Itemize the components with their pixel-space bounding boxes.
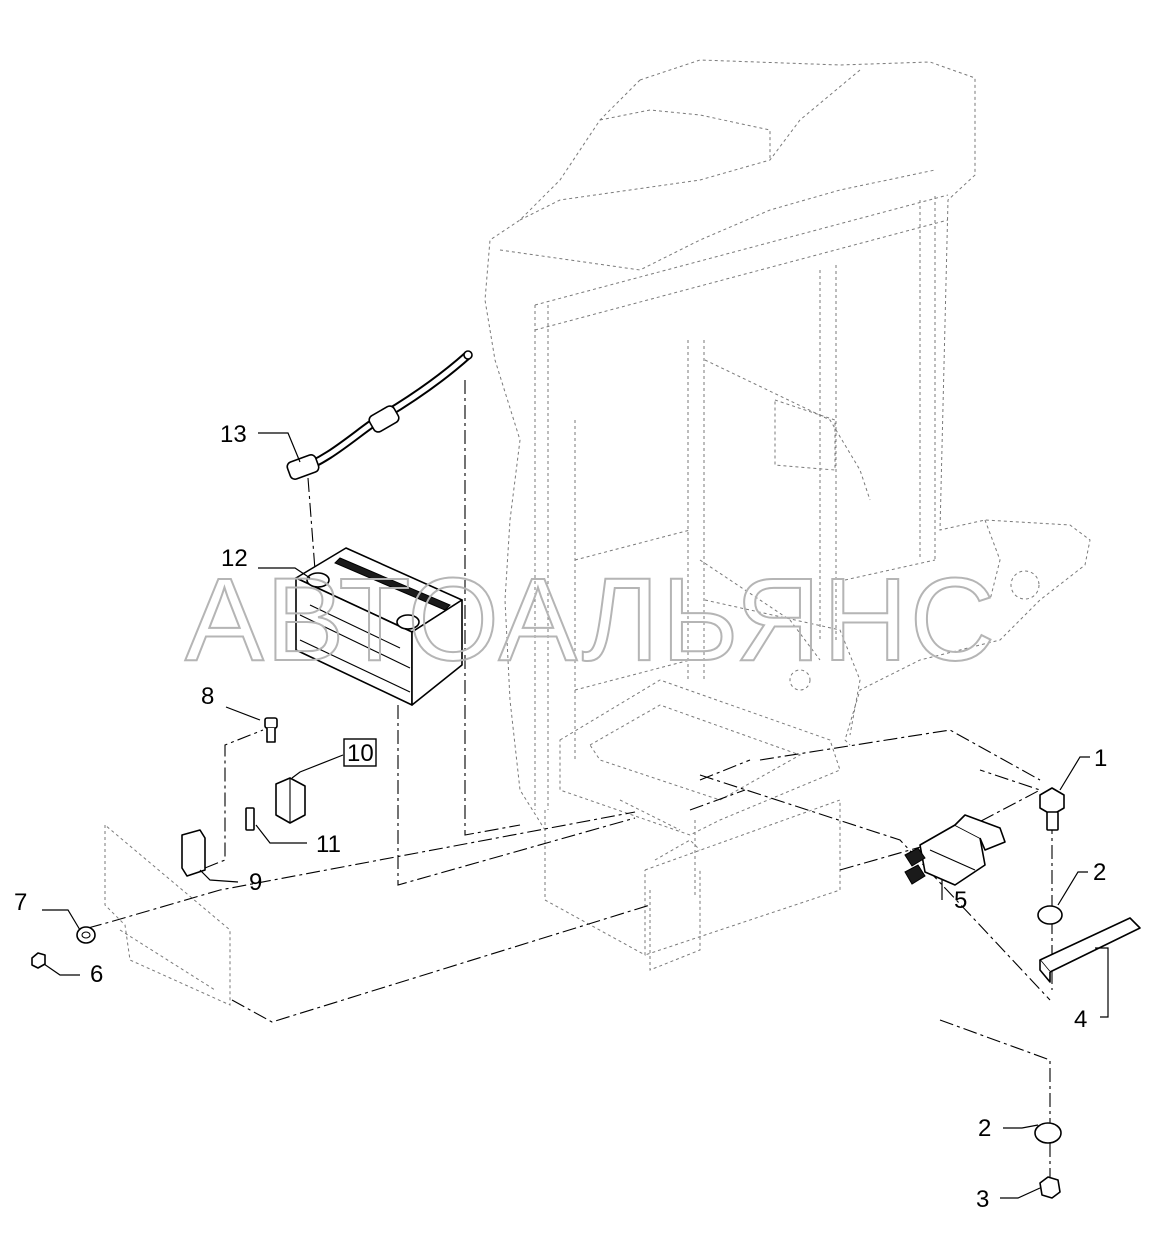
battery	[295, 547, 463, 706]
callout-2-lower: 2	[978, 1115, 991, 1142]
clip	[245, 807, 255, 831]
callouts: 13 12 8 10 11 9 7 6 5 1 2 4 2 3	[14, 421, 1107, 1213]
nut-large	[1039, 1176, 1061, 1199]
cab-frame	[484, 59, 1091, 831]
terminal-block	[275, 777, 306, 824]
washer-small	[76, 926, 96, 944]
callout-11: 11	[316, 831, 341, 858]
assembly-lines	[87, 380, 1053, 1180]
callout-6: 6	[90, 961, 103, 988]
angle-bracket	[1039, 917, 1141, 983]
washer-lower	[1034, 1122, 1062, 1144]
callout-8: 8	[201, 683, 214, 710]
callout-13: 13	[220, 421, 247, 448]
washer-upper	[1037, 905, 1063, 925]
callout-10: 10	[347, 740, 374, 767]
callout-10-box	[343, 738, 377, 767]
leader-lines	[42, 432, 1109, 1199]
battery-switch	[904, 814, 1006, 886]
battery-tray	[544, 679, 841, 971]
nut-small	[31, 952, 46, 969]
callout-3: 3	[976, 1186, 989, 1213]
callout-2-upper: 2	[1093, 859, 1106, 886]
callout-4: 4	[1074, 1006, 1087, 1033]
callout-1: 1	[1094, 745, 1107, 772]
battery-cable	[286, 350, 473, 571]
pad	[181, 829, 206, 877]
watermark-text: АВТОАЛЬЯНС	[185, 554, 997, 686]
bolt	[264, 717, 278, 743]
bolt-large	[1039, 787, 1065, 831]
callout-12: 12	[221, 545, 248, 572]
side-cover-plate	[104, 824, 231, 1006]
callout-5: 5	[954, 887, 967, 914]
callout-9: 9	[249, 869, 262, 896]
callout-7: 7	[14, 889, 27, 916]
